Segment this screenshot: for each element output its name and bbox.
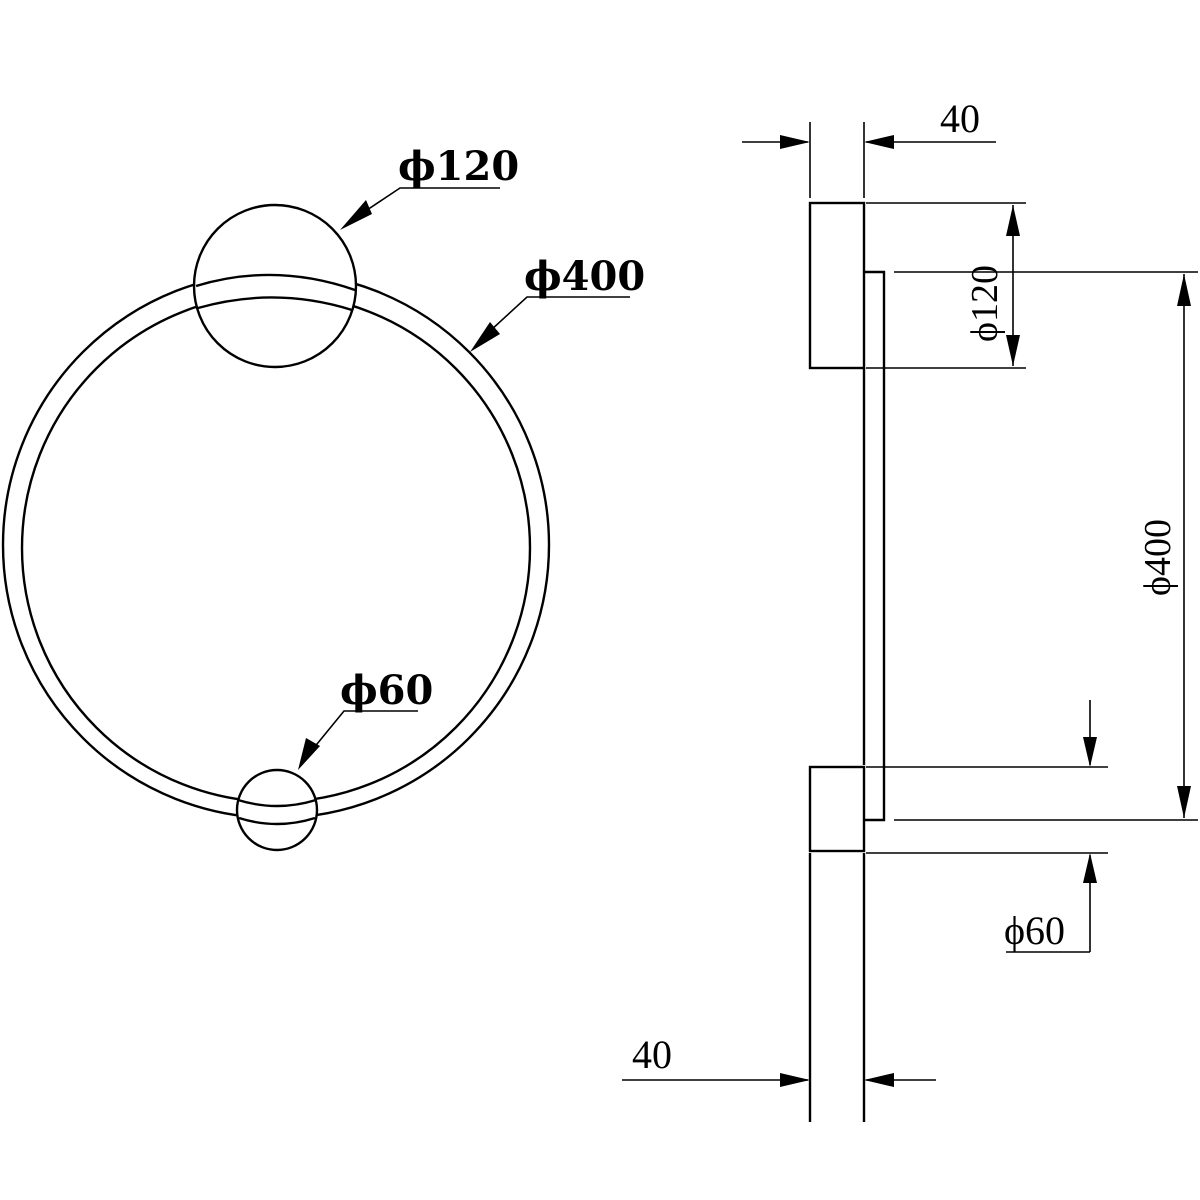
ring-through-top-ball-inner [197, 296, 353, 312]
leader-bottom-ball: ϕ60 [298, 667, 433, 770]
ring-through-top-ball [195, 273, 356, 292]
ring-inner [20, 292, 532, 804]
top-ball [192, 203, 358, 369]
dim-side-bottom-ball: ϕ60 [866, 700, 1108, 953]
dim-bottom-width: 40 [622, 1032, 936, 1087]
front-view: ϕ120 ϕ400 ϕ60 [1, 143, 645, 852]
dim-side-ring: ϕ400 [894, 271, 1198, 821]
side-bottom-ball-dimension: ϕ60 [1004, 908, 1065, 953]
side-bottom-width-dimension: 40 [632, 1032, 672, 1077]
front-ring-dimension: ϕ400 [524, 253, 645, 300]
side-top-width-dimension: 40 [940, 96, 980, 141]
leader-top-ball: ϕ120 [340, 143, 519, 230]
front-bottom-ball-dimension: ϕ60 [340, 667, 433, 714]
dim-top-width: 40 [742, 96, 996, 149]
leader-ring: ϕ400 [470, 253, 645, 352]
side-ring-plate [864, 270, 886, 822]
side-top-ball-dimension: ϕ120 [964, 265, 1006, 342]
side-bottom-ball [808, 765, 866, 853]
side-ring-dimension: ϕ400 [1137, 519, 1179, 596]
side-top-ball [808, 201, 866, 370]
ring-through-bottom-ball [237, 798, 317, 808]
front-top-ball-dimension: ϕ120 [398, 143, 519, 190]
side-view: 40 ϕ120 ϕ400 [622, 96, 1198, 1122]
bottom-ball [235, 768, 319, 852]
ring-through-bottom-ball-inner [238, 816, 316, 826]
dim-side-top-ball: ϕ120 [866, 202, 1026, 369]
